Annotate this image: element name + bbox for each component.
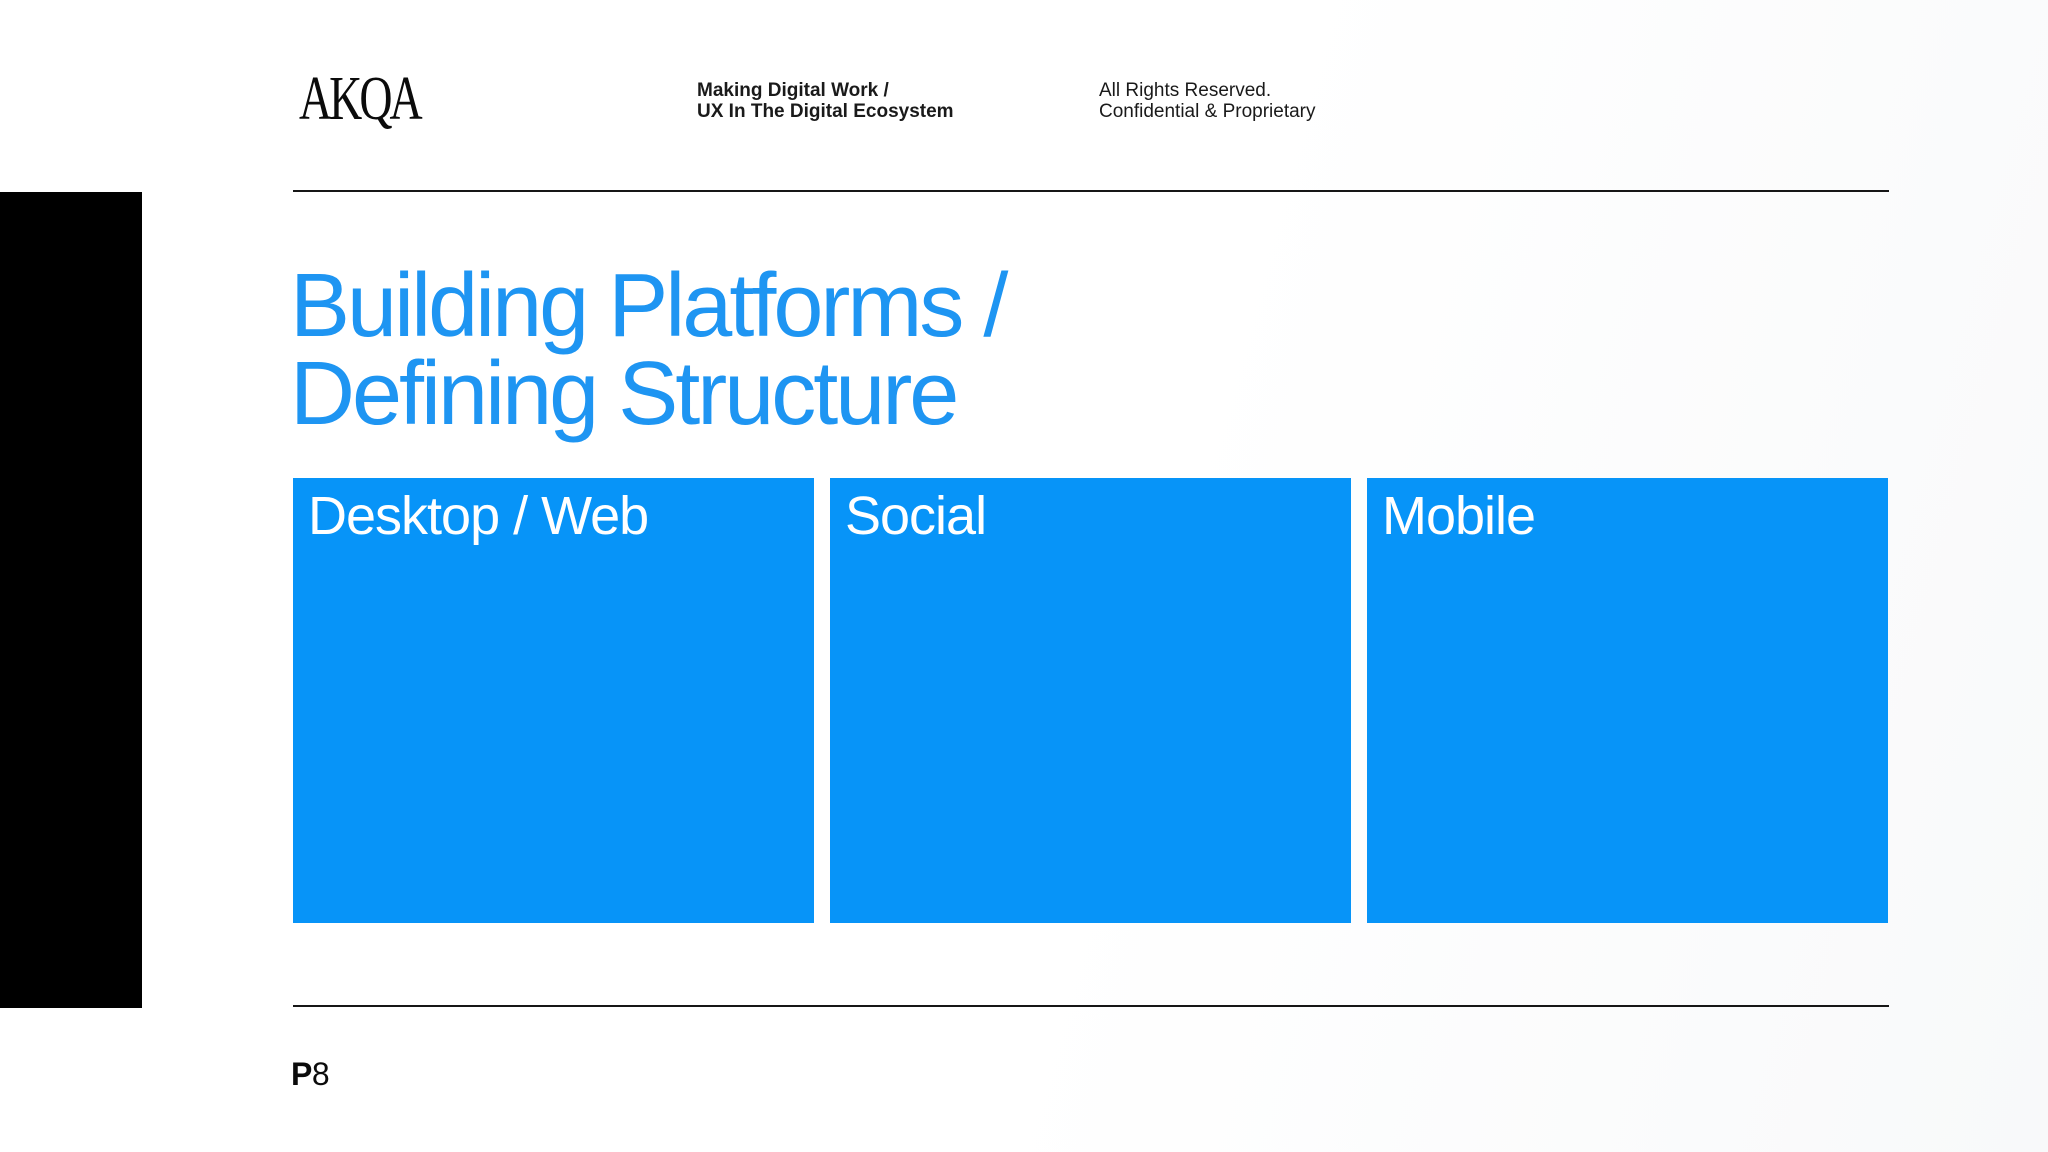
- platform-card-desktop-web: Desktop / Web: [293, 478, 814, 923]
- page-number-prefix: P: [291, 1056, 312, 1092]
- page-title: Building Platforms / Defining Structure: [290, 256, 1008, 444]
- left-accent-bar: [0, 192, 142, 1008]
- akqa-logo: AKQA: [299, 65, 423, 133]
- rights-line1: All Rights Reserved.: [1099, 80, 1272, 101]
- page-title-line1: Building Platforms /: [290, 256, 1008, 356]
- deck-title-line1: Making Digital Work /: [697, 80, 889, 101]
- platform-card-mobile: Mobile: [1367, 478, 1888, 923]
- rights-line2: Confidential & Proprietary: [1099, 101, 1316, 122]
- top-divider: [293, 190, 1889, 192]
- platform-card-label: Desktop / Web: [308, 486, 649, 546]
- platform-card-label: Mobile: [1382, 486, 1536, 546]
- deck-title: Making Digital Work / UX In The Digital …: [697, 80, 954, 122]
- deck-title-line2: UX In The Digital Ecosystem: [697, 101, 954, 122]
- platform-card-label: Social: [845, 486, 987, 546]
- rights-notice: All Rights Reserved. Confidential & Prop…: [1099, 80, 1316, 122]
- platform-cards: Desktop / Web Social Mobile: [293, 478, 1888, 923]
- platform-card-social: Social: [830, 478, 1351, 923]
- page-title-line2: Defining Structure: [290, 344, 959, 444]
- bottom-divider: [293, 1005, 1889, 1007]
- page-number: P8: [291, 1056, 330, 1093]
- page-number-value: 8: [311, 1056, 330, 1092]
